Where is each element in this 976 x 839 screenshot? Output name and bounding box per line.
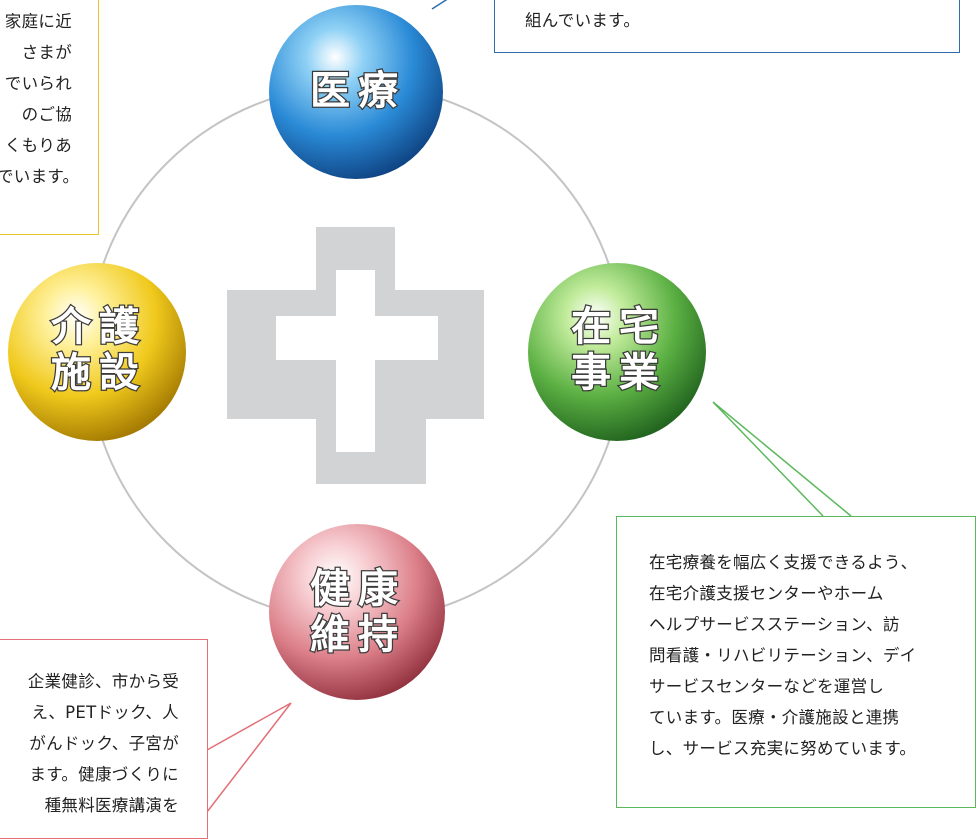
diagram-canvas [8,0,852,813]
home-callout-line: 在宅療養を幅広く支援できるよう、 [649,553,918,572]
care-callout-line: 家庭に近 [4,12,72,31]
home-label: 在宅 事業 [537,303,701,398]
medical-label: 医療 [309,67,406,116]
care-label: 介護 施設 [17,303,181,398]
care-callout-line: さまが [21,43,72,62]
care-callout-line: くもりあ [4,136,72,155]
home-callout: 在宅療養を幅広く支援できるよう、 在宅介護支援センターやホーム ヘルプサービスス… [616,516,976,808]
care-callout-line: でいます。 [0,167,80,186]
medical-callout: 組んでいます。 [494,0,960,53]
health-label: 健康 維持 [276,565,440,660]
home-label-line2: 事業 [570,349,667,398]
care-callout-line: のご協 [21,105,72,124]
health-label-line1: 健康 [309,565,406,614]
medical-callout-pointer [431,0,448,10]
home-callout-line: 問看護・リハビリテーション、デイ [649,646,917,665]
home-callout-line: ています。医療・介護施設と連携 [649,708,900,727]
home-callout-line: 在宅介護支援センターやホーム [649,584,884,603]
health-callout: 企業健診、市から受 え、PETドック、人 がんドック、子宮が ます。健康づくりに… [0,639,208,839]
home-callout-line: ヘルプサービスステーション、訪 [649,615,900,634]
home-sphere [528,263,706,441]
care-callout-line: でいられ [4,74,72,93]
cross-emblem [227,227,484,484]
home-callout-line: し、サービス充実に努めています。 [649,739,917,758]
health-callout-pointer [206,702,292,813]
home-callout-pointer [712,401,852,517]
care-label-line1: 介護 [50,303,147,352]
health-label-line2: 維持 [309,611,406,660]
health-callout-line: ます。健康づくりに [29,765,179,784]
care-callout: 家庭に近 さまが でいられ のご協 くもりあ でいます。 [0,0,99,235]
care-sphere [8,263,186,441]
home-callout-line: サービスセンターなどを運営し [649,677,885,696]
medical-callout-line: 組んでいます。 [525,11,641,30]
health-callout-line: がんドック、子宮が [29,734,179,753]
health-sphere [269,524,445,700]
health-callout-line: 種無料医療講演を [44,796,179,815]
health-callout-line: え、PETドック、人 [31,703,179,722]
care-label-line2: 施設 [50,349,147,398]
home-label-line1: 在宅 [570,303,667,352]
health-callout-line: 企業健診、市から受 [27,672,179,691]
medical-sphere [269,5,443,179]
